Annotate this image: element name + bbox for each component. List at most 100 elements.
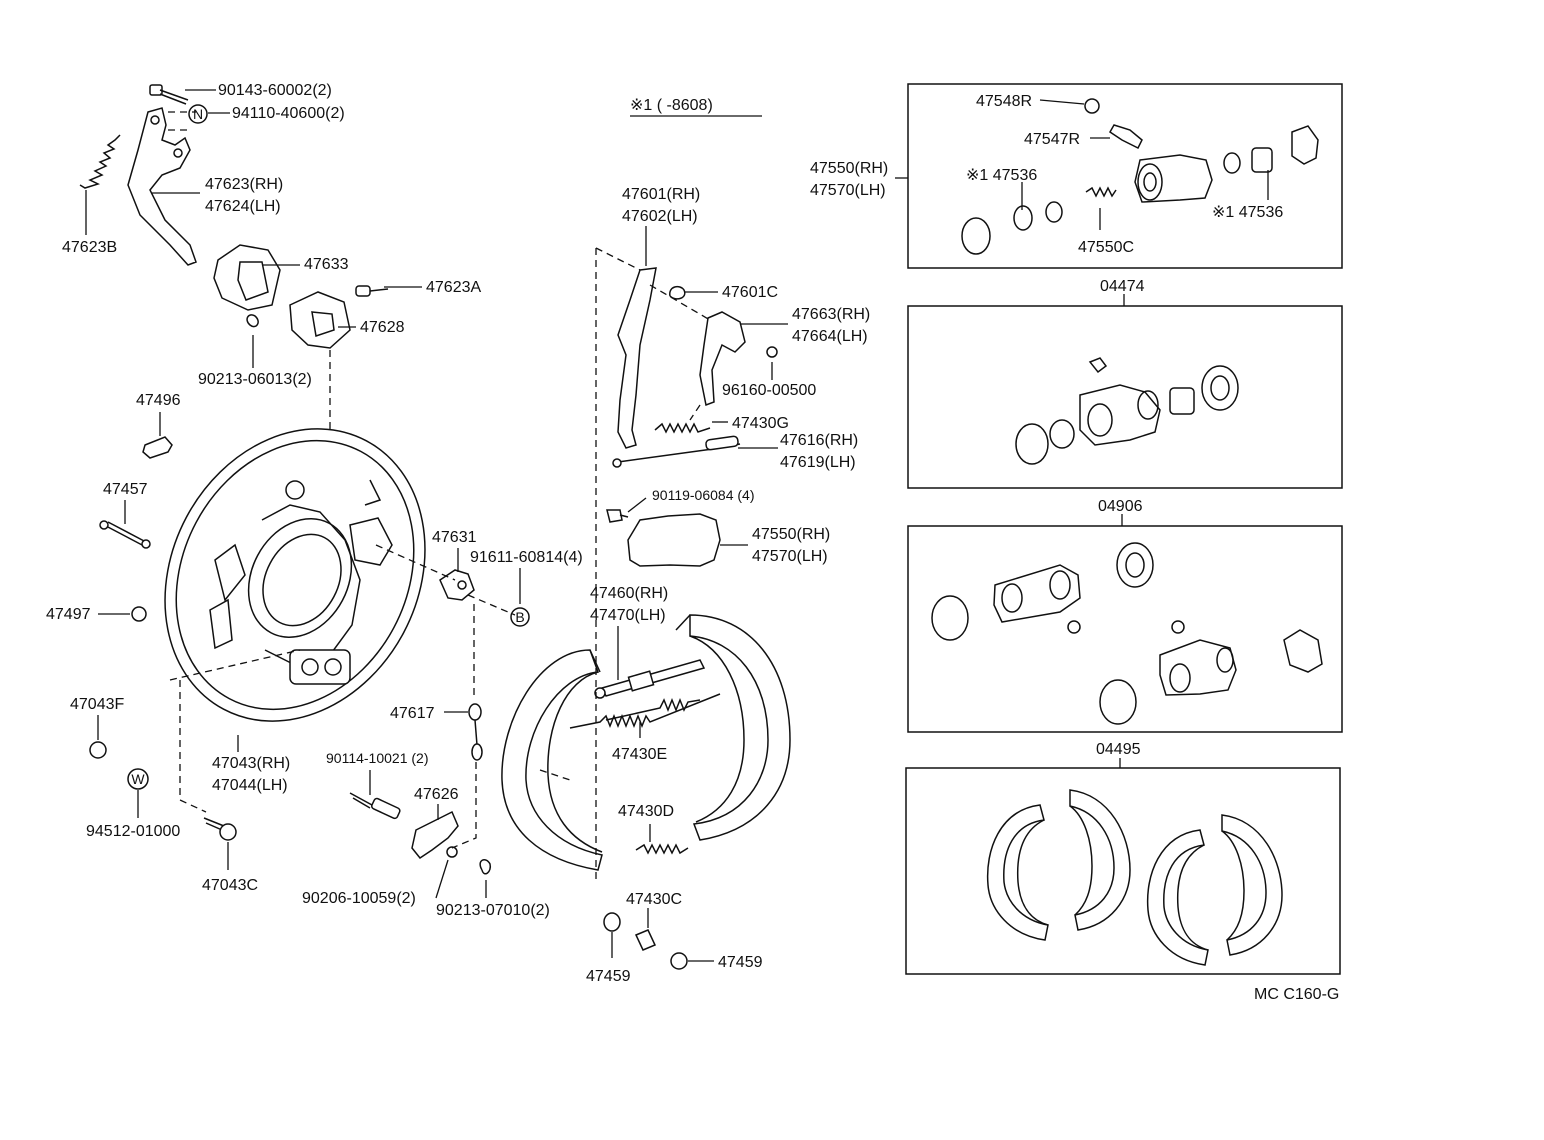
label-47470-lh: 47470(LH) [590,607,666,624]
kit-box-04906 [907,525,1343,733]
spring-47430e-lower [605,697,701,721]
kit-box-04495 [905,767,1341,975]
label-47550-rh-mid: 47550(RH) [752,526,830,543]
label-47619-lh: 47619(LH) [780,454,856,471]
marker-w: W [127,768,149,790]
label-94512: 94512-01000 [86,823,180,840]
parking-lever [127,107,197,266]
label-47663-rh: 47663(RH) [792,306,870,323]
wheel-cylinder-mid [627,513,721,567]
washer-90206 [446,846,458,858]
label-47430c: 47430C [626,891,682,908]
label-47430d: 47430D [618,803,674,820]
kit-box-04474 [907,305,1343,489]
washer-96160 [766,346,778,358]
label-47601-rh: 47601(RH) [622,186,700,203]
return-spring [79,134,121,189]
brake-shoe-left [501,649,603,871]
label-90114: 90114-10021 (2) [326,750,428,766]
pin-90114 [349,792,401,820]
kit-04906-parts [931,542,1323,725]
label-47043f: 47043F [70,696,124,713]
marker-n: N [188,104,208,124]
kit-box-wheel-cylinder [907,83,1343,269]
label-47570-lh-box: 47570(LH) [810,182,886,199]
label-47623b: 47623B [62,239,117,256]
label-47548r: 47548R [976,93,1032,110]
wheel-cylinder-exploded [961,98,1319,255]
label-90213-07010: 90213-07010(2) [436,902,550,919]
plug-47043f [89,741,107,759]
label-47536-right: ※1 47536 [1212,204,1283,221]
label-47602-lh: 47602(LH) [622,208,698,225]
label-04495: 04495 [1096,741,1141,758]
label-47536-left: ※1 47536 [966,167,1037,184]
pin-47623a [355,285,389,297]
label-47044-lh: 47044(LH) [212,777,288,794]
nut-47497 [131,606,147,622]
dashed-assembly-lines [168,111,711,880]
part-labels: ※1 ( -8608) 90143-60002(2) 94110-40600(2… [46,82,1339,1003]
label-90119: 90119-06084 (4) [652,487,754,503]
label-47617: 47617 [390,705,435,722]
clip-47601c [669,285,686,300]
label-94110: 94110-40600(2) [232,105,345,122]
label-47633: 47633 [304,256,349,273]
leader-lines [85,89,1269,962]
label-47601c: 47601C [722,284,778,301]
label-47043-rh: 47043(RH) [212,755,290,772]
label-90213-06013: 90213-06013(2) [198,371,312,388]
clip-90213-07010 [479,859,492,875]
brake-shoe-right [675,614,791,841]
label-47550c: 47550C [1078,239,1134,256]
label-47459-right: 47459 [718,954,763,971]
cap-47459-right [670,952,688,970]
label-96160: 96160-00500 [722,382,816,399]
label-47547r: 47547R [1024,131,1080,148]
plug-47496 [142,436,173,459]
spring-47430c [634,929,657,951]
label-47460-rh: 47460(RH) [590,585,668,602]
kit-04474-parts [1015,357,1239,465]
marker-b: B [510,607,530,627]
label-47430e: 47430E [612,746,667,763]
label-47043c: 47043C [202,877,258,894]
svg-text:B: B [515,609,524,625]
label-47496: 47496 [136,392,181,409]
label-04474: 04474 [1100,278,1145,295]
label-04906: 04906 [1098,498,1143,515]
footer-code: MC C160-G [1254,986,1339,1003]
label-47623a: 47623A [426,279,481,296]
clamp-47631 [439,569,475,601]
bolt-47043c [203,817,237,841]
label-47616-rh: 47616(RH) [780,432,858,449]
label-47631: 47631 [432,529,477,546]
label-47628: 47628 [360,319,405,336]
adjuster-strut [594,659,706,699]
label-47457: 47457 [103,481,148,498]
parking-brake-lever [617,267,657,449]
label-47570-lh-mid: 47570(LH) [752,548,828,565]
svg-text:N: N [193,106,203,122]
label-91611: 91611-60814(4) [470,549,583,566]
clip-90213-06013 [246,314,259,328]
label-90143: 90143-60002(2) [218,82,332,99]
label-90206: 90206-10059(2) [302,890,416,907]
spring-47430g [654,422,711,434]
label-47624-lh: 47624(LH) [205,198,281,215]
bracket-47628 [289,291,351,349]
bolt-90119 [606,509,629,523]
link-47617 [468,703,483,761]
label-47664-lh: 47664(LH) [792,328,868,345]
lever-47626 [411,810,459,860]
bolt-47457 [99,520,151,549]
washer-47459-left [603,912,621,932]
bolt-90143 [149,84,189,105]
label-47459-left: 47459 [586,968,631,985]
backing-plate [164,428,426,722]
svg-text:W: W [131,771,145,787]
label-47623-rh: 47623(RH) [205,176,283,193]
label-47497: 47497 [46,606,91,623]
adjusting-lever [699,311,746,407]
